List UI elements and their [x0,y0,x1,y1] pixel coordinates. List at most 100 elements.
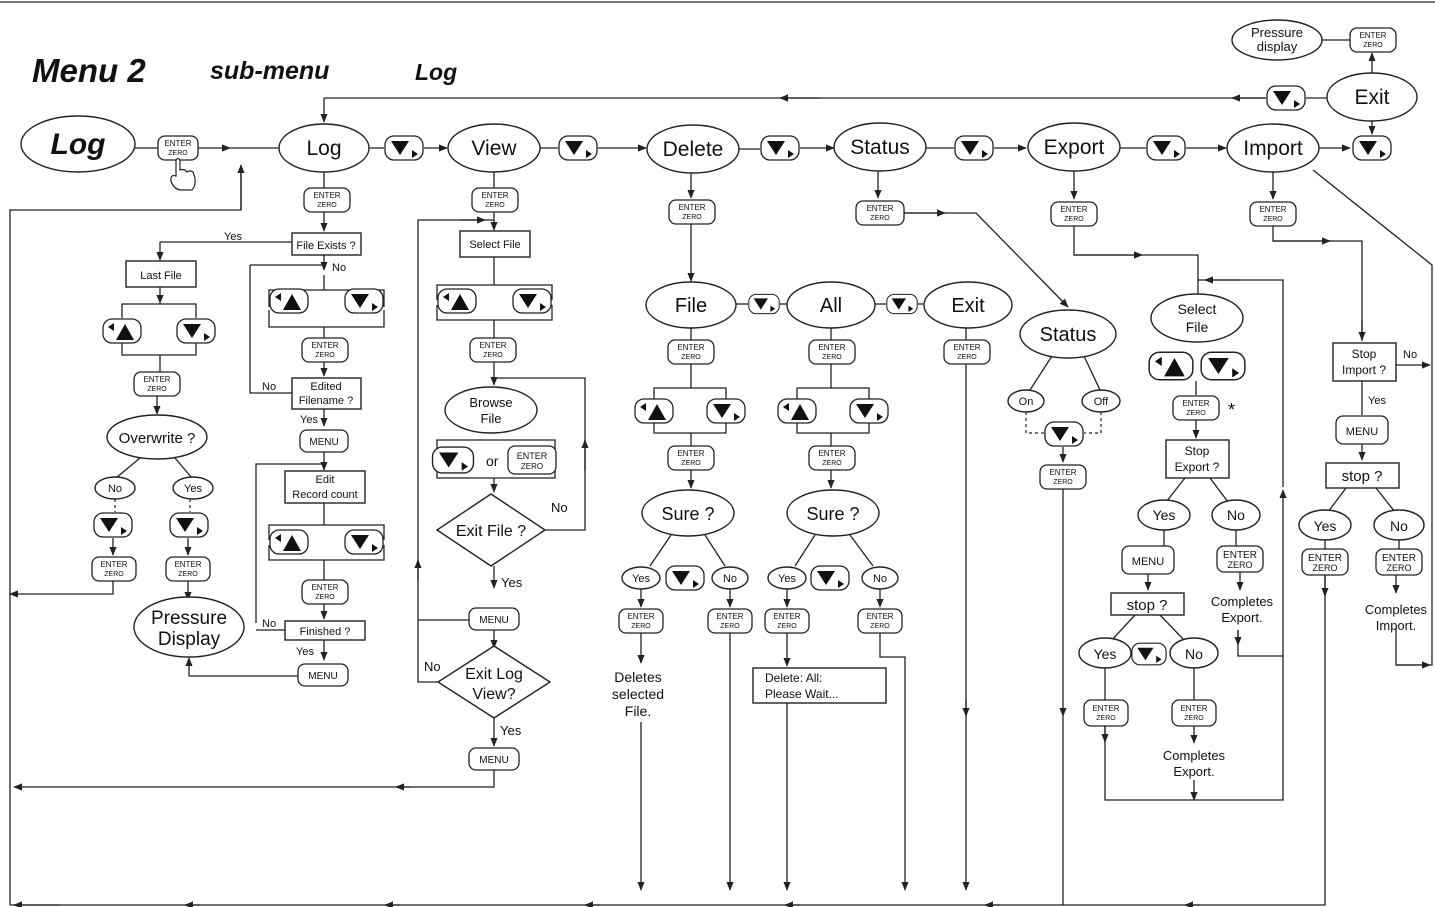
node-browse-file: Browse File [444,386,538,434]
enter-zero-key-export[interactable]: ENTER ZERO [1050,201,1098,227]
enter-zero-key-overwrite-yes[interactable]: ENTER ZERO [165,556,211,582]
enter-zero-key-del-all-2[interactable]: ENTER ZERO [808,445,856,471]
svg-text:Yes: Yes [224,231,242,243]
enter-zero-key-exit[interactable]: ENTER ZERO [1349,27,1397,53]
down-key-icon[interactable] [384,135,424,161]
svg-text:Record count: Record count [292,489,357,501]
down-key-icon[interactable] [849,398,889,424]
down-key-icon[interactable] [431,446,475,474]
svg-text:ZERO: ZERO [521,462,543,471]
down-key-icon[interactable] [1131,642,1167,666]
node-del-file-no: No [711,566,749,590]
enter-zero-key-del-file-no[interactable]: ENTER ZERO [707,608,753,634]
up-key-icon[interactable] [269,529,309,555]
svg-text:Sure ?: Sure ? [806,504,859,524]
up-key-icon[interactable] [269,288,309,314]
enter-zero-key-del-all-no[interactable]: ENTER ZERO [857,608,903,634]
down-key-icon[interactable] [886,293,918,315]
node-del-all-no: No [861,566,899,590]
svg-text:No: No [723,573,737,585]
down-key-icon[interactable] [344,288,384,314]
enter-zero-key-import[interactable]: ENTER ZERO [1249,201,1297,227]
svg-text:Display: Display [158,629,221,650]
node-export-select-file: Select File [1150,293,1244,343]
svg-text:ZERO: ZERO [777,623,797,630]
menu-key-finished[interactable]: MENU [297,663,349,687]
enter-zero-key-del-file-yes[interactable]: ENTER ZERO [618,608,664,634]
menu-key-view[interactable]: MENU [468,607,520,631]
down-key-icon[interactable] [760,135,800,161]
svg-text:Edit: Edit [316,474,335,486]
down-key-icon[interactable] [169,512,209,538]
enter-zero-key-start[interactable]: ENTER ZERO [157,135,199,161]
up-key-icon[interactable] [634,398,674,424]
down-key-icon[interactable] [1352,135,1392,161]
enter-zero-key-view-browse[interactable]: ENTER ZERO [507,445,557,475]
svg-text:Exit: Exit [1354,86,1389,109]
menu-key-log[interactable]: MENU [299,429,349,453]
svg-text:ZERO: ZERO [870,215,890,222]
down-key-icon[interactable] [665,565,705,591]
down-key-icon[interactable] [954,135,994,161]
enter-zero-key-del-all[interactable]: ENTER ZERO [808,339,856,365]
down-key-icon[interactable] [1044,421,1084,447]
box-delete-all-wait: Delete: All: Please Wait... [752,667,887,704]
svg-text:No: No [1227,507,1245,523]
enter-zero-key-export-stop-yes[interactable]: ENTER ZERO [1083,699,1129,727]
menu-key-view-exit[interactable]: MENU [468,747,520,771]
up-key-icon[interactable] [1148,351,1194,381]
menu-title: Menu 2 [32,52,146,89]
up-key-icon[interactable] [437,288,477,314]
menu-key-export[interactable]: MENU [1121,545,1175,575]
down-key-icon[interactable] [93,512,133,538]
box-select-file: Select File [459,230,531,258]
svg-text:Stop: Stop [1352,347,1377,361]
enter-zero-key-export-stop-no[interactable]: ENTER ZERO [1171,699,1217,727]
down-key-icon[interactable] [176,318,216,344]
enter-zero-key-import-no[interactable]: ENTER ZERO [1375,548,1423,576]
node-export-no: No [1211,499,1261,531]
down-key-icon[interactable] [1200,351,1246,381]
svg-text:ENTER: ENTER [773,612,800,621]
svg-text:*: * [1228,400,1235,420]
menu-key-import[interactable]: MENU [1335,415,1389,445]
svg-text:Browse: Browse [469,395,512,410]
enter-zero-key-overwrite-no[interactable]: ENTER ZERO [91,556,137,582]
enter-zero-key-last-file[interactable]: ENTER ZERO [133,371,181,397]
svg-text:Import ?: Import ? [1342,363,1386,377]
enter-zero-key-del-file[interactable]: ENTER ZERO [667,339,715,365]
enter-zero-key-export-no[interactable]: ENTER ZERO [1216,545,1264,573]
down-key-icon[interactable] [344,529,384,555]
enter-zero-key-status[interactable]: ENTER ZERO [855,200,905,226]
up-key-icon[interactable] [777,398,817,424]
enter-zero-key-status-2[interactable]: ENTER ZERO [1039,464,1087,490]
enter-zero-key-record[interactable]: ENTER ZERO [301,579,349,605]
svg-text:ENTER: ENTER [677,343,704,352]
down-key-icon[interactable] [810,565,850,591]
svg-text:ZERO: ZERO [681,460,701,467]
enter-zero-key-delete[interactable]: ENTER ZERO [668,199,716,225]
enter-zero-key-del-file-2[interactable]: ENTER ZERO [667,445,715,471]
enter-zero-key-log-2[interactable]: ENTER ZERO [301,337,349,363]
down-key-icon[interactable] [1146,135,1186,161]
enter-zero-key-import-yes[interactable]: ENTER ZERO [1301,548,1349,576]
box-file-exists: File Exists ? [291,232,362,256]
enter-zero-key-del-all-yes[interactable]: ENTER ZERO [764,608,810,634]
svg-text:ZERO: ZERO [870,623,890,630]
box-edited-filename: Edited Filename ? [291,377,362,410]
svg-text:ENTER: ENTER [174,560,201,569]
down-key-icon[interactable] [706,398,746,424]
down-key-icon[interactable] [512,288,552,314]
enter-zero-key-export-select[interactable]: ENTER ZERO [1172,395,1220,421]
enter-zero-key-view[interactable]: ENTER ZERO [471,187,519,213]
down-key-icon[interactable] [748,293,780,315]
up-key-icon[interactable] [102,318,142,344]
down-key-icon[interactable] [1266,85,1306,111]
enter-zero-key-log[interactable]: ENTER ZERO [303,187,351,213]
enter-zero-key-del-exit[interactable]: ENTER ZERO [943,339,991,365]
svg-text:Yes: Yes [778,573,796,585]
enter-zero-key-view-2[interactable]: ENTER ZERO [469,337,517,363]
down-key-icon[interactable] [558,135,598,161]
node-del-file-yes: Yes [621,566,661,590]
node-pressure-display: Pressure Display [133,596,245,658]
